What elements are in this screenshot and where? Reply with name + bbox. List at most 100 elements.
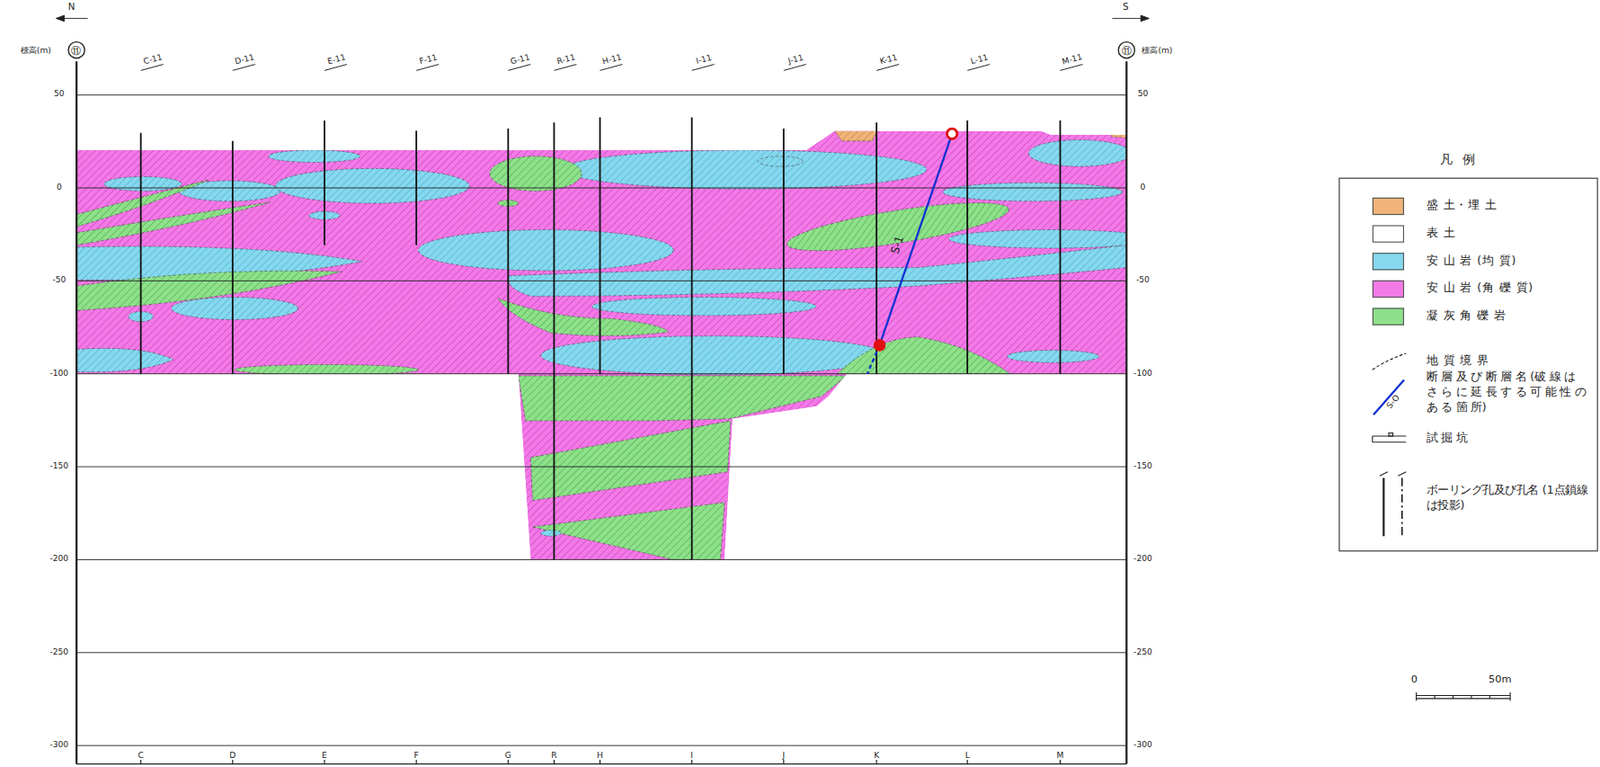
- label: N: [68, 2, 76, 13]
- section-stroke: [76, 94, 1127, 96]
- section-stroke: [1416, 694, 1511, 696]
- section-stroke: [76, 270, 342, 311]
- section-stroke: [76, 347, 174, 372]
- elevation-tick: -100: [1133, 369, 1153, 379]
- elevation-tick: -250: [1133, 648, 1153, 658]
- borehole-name: I-11: [695, 53, 714, 67]
- legend-text: 断 層 及 び 断 層 名 (破 線 は さ ら に 延 長 す る 可 能 性…: [1426, 370, 1591, 417]
- section-stroke: [140, 133, 143, 374]
- legend-text: ボーリング孔及び孔名 (1点鎖線は投影): [1426, 482, 1591, 514]
- section-stroke: [76, 202, 271, 246]
- section-stroke: [533, 502, 725, 560]
- label: ⑪: [71, 44, 81, 55]
- legend-text: 安 山 岩 (角 礫 質): [1426, 281, 1534, 297]
- section-stroke: [76, 373, 1127, 374]
- section-stroke: [497, 298, 669, 337]
- section-stroke: [231, 141, 234, 374]
- label: R: [551, 752, 557, 762]
- section-stroke: [323, 120, 326, 246]
- elevation-tick: 50: [1137, 90, 1149, 100]
- section-stroke: [417, 230, 674, 271]
- section-stroke: [1434, 694, 1436, 698]
- section-stroke: [55, 15, 64, 22]
- section-stroke: [1006, 350, 1099, 364]
- section-stroke: [1140, 15, 1149, 22]
- section-stroke: [1373, 380, 1405, 416]
- label: 50m: [1488, 673, 1512, 685]
- section-stroke: [1125, 61, 1128, 764]
- section-stroke: [1372, 441, 1406, 443]
- label: E: [321, 752, 328, 762]
- section-stroke: [1401, 478, 1404, 537]
- section-stroke: [1489, 694, 1491, 698]
- elevation-tick: -300: [50, 740, 70, 750]
- section-stroke: [757, 156, 803, 167]
- section-stroke: [1371, 435, 1373, 443]
- section-stroke: [967, 64, 990, 72]
- legend-swatch: [1372, 224, 1405, 242]
- section-stroke: [275, 168, 471, 204]
- section-stroke: [692, 64, 715, 72]
- elevation-tick: 0: [56, 183, 63, 193]
- label: ⑪: [1121, 44, 1132, 55]
- section-stroke: [942, 182, 1123, 201]
- section-stroke: [76, 130, 1127, 560]
- section-stroke: [541, 336, 889, 375]
- legend-text: 盛 土・埋 土: [1426, 198, 1497, 214]
- section-stroke: [1470, 694, 1472, 698]
- label: 標高(m): [20, 46, 52, 56]
- section-stroke: [1510, 692, 1512, 701]
- legend-text: 試 掘 坑: [1426, 431, 1591, 447]
- elevation-tick: -100: [50, 369, 70, 379]
- section-stroke: [880, 133, 953, 346]
- section-stroke: [1372, 353, 1406, 370]
- label: L: [965, 752, 970, 762]
- section-stroke: [530, 420, 730, 501]
- section-stroke: [76, 130, 1154, 560]
- section-stroke: [553, 122, 556, 560]
- section-stroke: [782, 128, 785, 374]
- section-stroke: [55, 15, 1149, 765]
- section-stroke: [1388, 433, 1394, 436]
- label: F: [414, 752, 419, 762]
- section-stroke: [691, 117, 694, 560]
- section-stroke: [784, 193, 1012, 261]
- elevation-tick: 0: [1140, 183, 1147, 193]
- section-stroke: [873, 338, 887, 352]
- label: I: [690, 752, 694, 762]
- elevation-tick: 50: [53, 90, 65, 100]
- section-stroke: [76, 651, 1127, 653]
- section-stroke: [599, 117, 602, 374]
- section-stroke: [541, 529, 562, 536]
- section-stroke: [68, 42, 85, 59]
- label: S-O: [1386, 393, 1403, 411]
- section-stroke: [835, 130, 879, 141]
- section-stroke: [966, 120, 969, 374]
- elevation-tick: -300: [1133, 740, 1153, 750]
- elevation-tick: -250: [50, 648, 70, 658]
- section-stroke: [876, 64, 899, 72]
- legend-text: 安 山 岩 (均 質): [1426, 253, 1518, 269]
- legend-swatch: [1372, 197, 1405, 215]
- legend-swatch: [1372, 280, 1405, 298]
- section-stroke: [75, 61, 78, 764]
- label: M: [1057, 752, 1065, 762]
- section-stroke: [875, 122, 878, 374]
- label: G: [505, 752, 512, 762]
- section-stroke: [1118, 42, 1135, 59]
- label: H: [596, 752, 604, 762]
- section-stroke: [506, 128, 509, 374]
- borehole-name: J-11: [787, 53, 805, 67]
- section-stroke: [518, 375, 848, 421]
- section-stroke: [1107, 130, 1128, 138]
- section-stroke: [415, 130, 418, 245]
- section-stroke: [1028, 140, 1131, 168]
- section-stroke: [946, 128, 957, 139]
- section-stroke: [268, 150, 361, 163]
- section-stroke: [141, 64, 1084, 765]
- label: J: [782, 752, 785, 762]
- section-stroke: [949, 230, 1154, 249]
- section-stroke: [76, 763, 1127, 765]
